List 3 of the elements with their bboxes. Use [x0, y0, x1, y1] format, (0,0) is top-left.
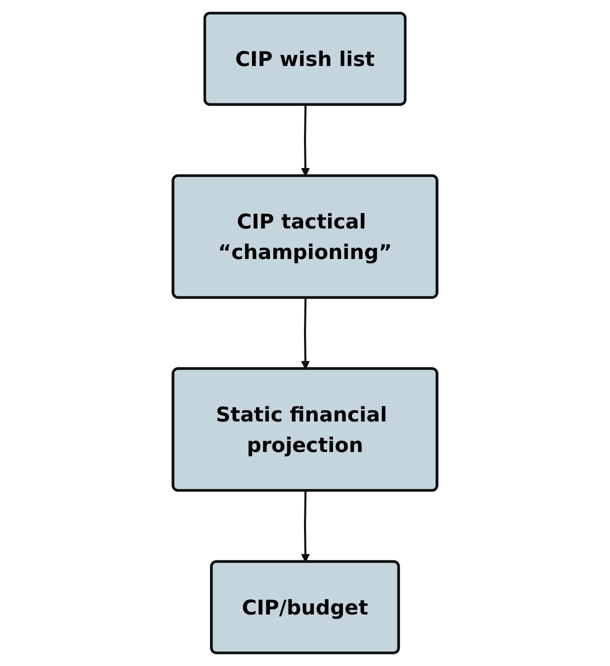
arrow	[300, 298, 310, 370]
arrow	[300, 490, 310, 562]
arrow	[300, 105, 310, 177]
